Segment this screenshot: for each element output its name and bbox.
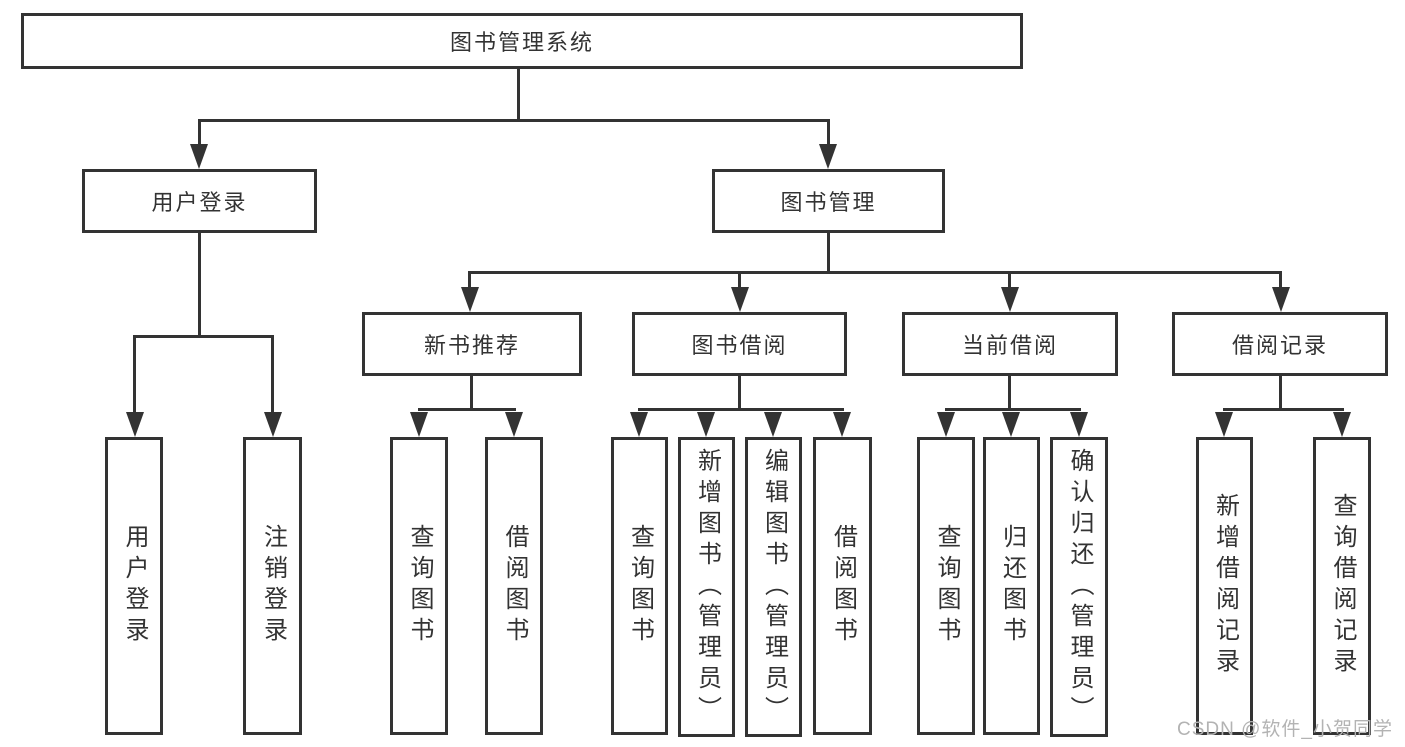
connector-line bbox=[271, 335, 274, 413]
node-add-books-admin: 新增图书（管理员） bbox=[678, 437, 735, 737]
arrow-down-icon bbox=[461, 287, 479, 312]
node-book-management: 图书管理 bbox=[712, 169, 945, 233]
node-label: 查询图书 bbox=[933, 524, 960, 648]
arrow-down-icon bbox=[1333, 412, 1351, 437]
arrow-down-icon bbox=[937, 412, 955, 437]
arrow-down-icon bbox=[126, 412, 144, 437]
node-label: 图书管理系统 bbox=[449, 30, 594, 55]
node-label: 用户登录 bbox=[121, 524, 148, 648]
node-query-borrow-record: 查询借阅记录 bbox=[1313, 437, 1371, 735]
node-label: 新增图书（管理员） bbox=[693, 447, 721, 727]
node-user-login: 用户登录 bbox=[82, 169, 317, 233]
node-label: 确认归还（管理员） bbox=[1066, 447, 1093, 727]
arrow-down-icon bbox=[410, 412, 428, 437]
arrow-down-icon bbox=[1272, 287, 1290, 312]
node-confirm-return-admin: 确认归还（管理员） bbox=[1050, 437, 1108, 737]
arrow-down-icon bbox=[1001, 287, 1019, 312]
arrow-down-icon bbox=[630, 412, 648, 437]
node-label: 借阅图书 bbox=[501, 524, 528, 648]
arrow-down-icon bbox=[1002, 412, 1020, 437]
connector-line bbox=[468, 271, 471, 289]
connector-line bbox=[1223, 408, 1344, 411]
node-label: 借阅图书 bbox=[829, 524, 857, 648]
connector-line bbox=[198, 119, 830, 122]
connector-line bbox=[638, 408, 844, 411]
arrow-down-icon bbox=[764, 412, 782, 437]
node-label: 查询图书 bbox=[626, 524, 654, 648]
node-book-borrow: 图书借阅 bbox=[632, 312, 847, 376]
connector-line bbox=[1279, 376, 1282, 408]
connector-line bbox=[198, 119, 201, 147]
arrow-down-icon bbox=[190, 144, 208, 169]
connector-line bbox=[827, 233, 830, 273]
arrow-down-icon bbox=[505, 412, 523, 437]
connector-line bbox=[470, 375, 473, 410]
node-query-books-recommend: 查询图书 bbox=[390, 437, 448, 735]
node-borrow-books-action: 借阅图书 bbox=[813, 437, 872, 735]
arrow-down-icon bbox=[819, 144, 837, 169]
connector-line bbox=[133, 335, 136, 413]
connector-line bbox=[827, 119, 830, 147]
node-label: 图书借阅 bbox=[691, 333, 788, 358]
node-label: 新增借阅记录 bbox=[1211, 493, 1239, 679]
connector-line bbox=[738, 375, 741, 410]
arrow-down-icon bbox=[264, 412, 282, 437]
connector-line bbox=[198, 233, 201, 338]
arrow-down-icon bbox=[1070, 412, 1088, 437]
arrow-down-icon bbox=[833, 412, 851, 437]
node-borrow-records: 借阅记录 bbox=[1172, 312, 1388, 376]
node-borrow-books-recommend: 借阅图书 bbox=[485, 437, 543, 735]
connector-line bbox=[1008, 376, 1011, 408]
arrow-down-icon bbox=[1215, 412, 1233, 437]
node-label: 查询图书 bbox=[406, 524, 433, 648]
node-label: 图书管理 bbox=[780, 190, 877, 215]
node-query-books-borrow: 查询图书 bbox=[611, 437, 668, 735]
node-label: 查询借阅记录 bbox=[1329, 493, 1356, 679]
node-label: 注销登录 bbox=[259, 524, 287, 648]
node-query-books-current: 查询图书 bbox=[917, 437, 975, 735]
node-add-borrow-record: 新增借阅记录 bbox=[1196, 437, 1253, 735]
connector-line bbox=[133, 335, 274, 338]
node-label: 借阅记录 bbox=[1231, 333, 1328, 358]
node-current-borrow: 当前借阅 bbox=[902, 312, 1118, 376]
connector-line bbox=[1008, 271, 1011, 289]
connector-line bbox=[945, 408, 1081, 411]
connector-line bbox=[418, 408, 516, 411]
connector-line bbox=[1279, 271, 1282, 289]
node-edit-books-admin: 编辑图书（管理员） bbox=[745, 437, 802, 737]
arrow-down-icon bbox=[731, 287, 749, 312]
node-label: 新书推荐 bbox=[423, 333, 520, 358]
connector-line bbox=[468, 271, 1282, 274]
watermark: CSDN @软件_小贺同学 bbox=[1177, 719, 1393, 740]
node-return-books: 归还图书 bbox=[983, 437, 1040, 735]
node-new-book-recommend: 新书推荐 bbox=[362, 312, 582, 376]
arrow-down-icon bbox=[697, 412, 715, 437]
connector-line bbox=[738, 271, 741, 289]
node-library-system: 图书管理系统 bbox=[21, 13, 1023, 69]
node-user-login-action: 用户登录 bbox=[105, 437, 163, 735]
node-label: 当前借阅 bbox=[961, 333, 1058, 358]
node-label: 用户登录 bbox=[151, 190, 248, 215]
connector-line bbox=[517, 69, 520, 121]
node-logout-action: 注销登录 bbox=[243, 437, 302, 735]
node-label: 编辑图书（管理员） bbox=[760, 447, 788, 727]
node-label: 归还图书 bbox=[998, 524, 1026, 648]
